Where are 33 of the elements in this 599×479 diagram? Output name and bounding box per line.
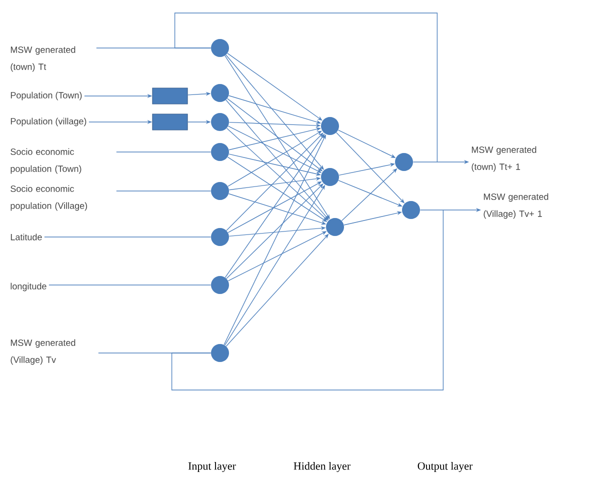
neuron-circle xyxy=(211,182,229,200)
square-block xyxy=(152,114,188,130)
layer-label: Output layer xyxy=(418,462,473,472)
connection-line xyxy=(174,12,438,162)
output-label: MSW generated (town) Tt+ 1 xyxy=(472,146,536,172)
connection-line xyxy=(48,284,212,286)
connection-line xyxy=(116,190,212,192)
input-label: Latitude xyxy=(10,234,42,240)
input-label: longitude xyxy=(10,282,46,292)
neuron-circle xyxy=(211,228,229,246)
neuron-circle xyxy=(211,344,229,362)
neuron-circle xyxy=(211,84,229,102)
input-label: Population (Town) xyxy=(10,92,82,100)
connection-line xyxy=(171,210,444,390)
layer-label: Hidden layer xyxy=(294,462,350,472)
input-label: Socio economic population (Town) xyxy=(10,148,82,174)
input-label: MSW generated (town) Tt xyxy=(10,46,76,72)
neuron-circle xyxy=(211,39,229,57)
neuron-circle xyxy=(211,143,229,161)
neuron-circle xyxy=(326,218,344,236)
neuron-circle xyxy=(211,276,229,294)
input-label: Population (village) xyxy=(10,118,86,126)
input-label: Socio economic population (Village) xyxy=(10,185,88,211)
input-label: MSW generated (Village) Tv xyxy=(10,339,76,365)
neuron-circle xyxy=(321,117,339,135)
square-block xyxy=(152,88,188,104)
layer-label: Input layer xyxy=(188,462,236,472)
output-label: MSW generated (Village) Tv+ 1 xyxy=(484,193,548,219)
neuron-circle xyxy=(402,201,420,219)
connection-line xyxy=(44,236,212,238)
neuron-circle xyxy=(321,168,339,186)
neuron-circle xyxy=(211,113,229,131)
neuron-circle xyxy=(395,153,413,171)
